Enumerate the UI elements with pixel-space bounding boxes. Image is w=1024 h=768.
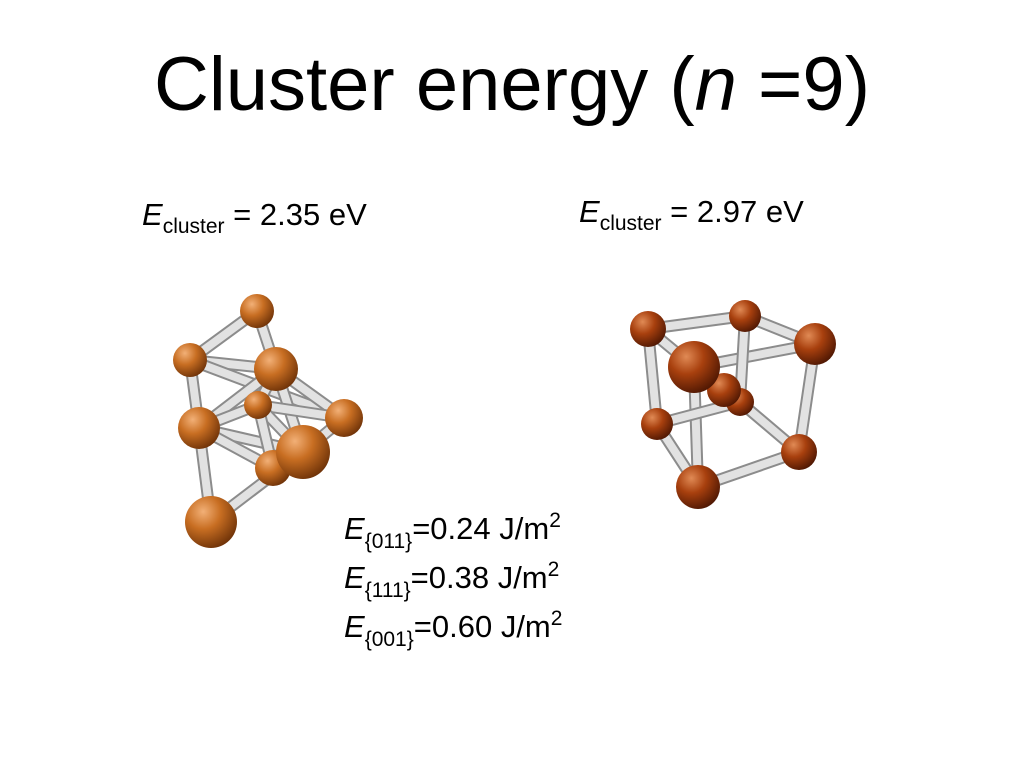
slide-title: Cluster energy (n =9) xyxy=(0,40,1024,130)
surface-energy-111: E{111}=0.38 J/m2 xyxy=(344,558,560,602)
title-variable: n xyxy=(694,42,737,127)
atom xyxy=(641,408,673,440)
atom xyxy=(794,323,836,365)
atom xyxy=(254,347,298,391)
energy-symbol: E xyxy=(142,197,163,232)
cluster-energy-right: Ecluster = 2.97 eV xyxy=(579,194,804,234)
atom xyxy=(244,391,272,419)
surface-energies: E{011}=0.24 J/m2 E{111}=0.38 J/m2 E{001}… xyxy=(344,504,604,651)
atom xyxy=(676,465,720,509)
energy-subscript: cluster xyxy=(599,212,662,235)
cluster-right-cubic xyxy=(630,300,836,509)
atom xyxy=(240,294,274,328)
surface-energy-001: E{001}=0.60 J/m2 xyxy=(344,607,563,651)
atom xyxy=(630,311,666,347)
atom xyxy=(781,434,817,470)
title-prefix: Cluster energy ( xyxy=(153,42,695,127)
atom xyxy=(276,425,330,479)
atom xyxy=(325,399,363,437)
atom xyxy=(668,341,720,393)
atom xyxy=(178,407,220,449)
atom xyxy=(729,300,761,332)
cluster-left-octahedral xyxy=(173,294,363,548)
cluster-energy-left: Ecluster = 2.35 eV xyxy=(142,197,367,237)
surface-energy-011: E{011}=0.24 J/m2 xyxy=(344,509,561,553)
energy-subscript: cluster xyxy=(162,215,225,238)
atom xyxy=(173,343,207,377)
energy-value: = 2.97 eV xyxy=(661,194,804,229)
atom xyxy=(185,496,237,548)
title-suffix: =9) xyxy=(736,42,870,127)
energy-symbol: E xyxy=(579,194,600,229)
energy-value: = 2.35 eV xyxy=(224,197,367,232)
